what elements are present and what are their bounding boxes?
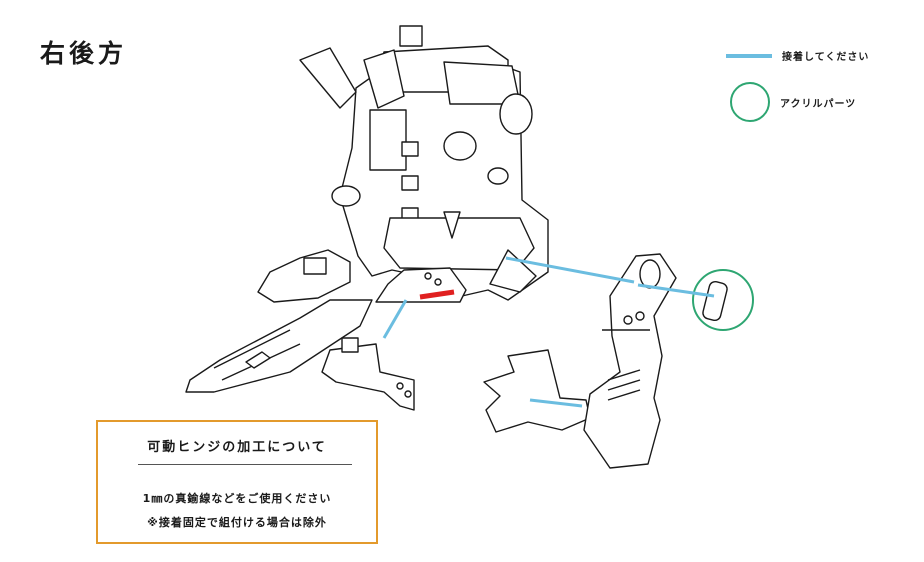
acrylic-part — [692, 269, 754, 331]
legend-glue-label: 接着してください — [782, 52, 870, 63]
side-foot — [257, 249, 351, 303]
foot-part — [321, 337, 415, 411]
note-divider — [138, 464, 352, 465]
legend-glue: 接着してください — [726, 48, 869, 63]
rear-leg-plate — [185, 299, 373, 393]
acrylic-highlight-circle — [692, 269, 754, 331]
note-heading: 可動ヒンジの加工について — [147, 440, 327, 455]
legend-acrylic-label: アクリルパーツ — [780, 98, 857, 110]
note-box: 可動ヒンジの加工について 1㎜の真鍮線などをご使用ください ※接着固定で組付ける… — [96, 420, 378, 544]
loose-plate — [483, 349, 591, 433]
hinged-leg — [583, 253, 677, 469]
glue-lines — [382, 256, 715, 408]
legend-acrylic: アクリルパーツ — [730, 82, 856, 122]
red-hinge-mark — [419, 289, 455, 300]
main-body — [299, 25, 549, 301]
note-line-1: 1㎜の真鍮線などをご使用ください — [142, 492, 332, 505]
hip-joint — [375, 267, 467, 303]
page-title: 右後方 — [40, 39, 128, 68]
glue-line-swatch — [726, 53, 772, 58]
acrylic-circle-swatch — [730, 82, 770, 122]
note-line-2: ※接着固定で組付ける場合は除外 — [147, 516, 327, 529]
